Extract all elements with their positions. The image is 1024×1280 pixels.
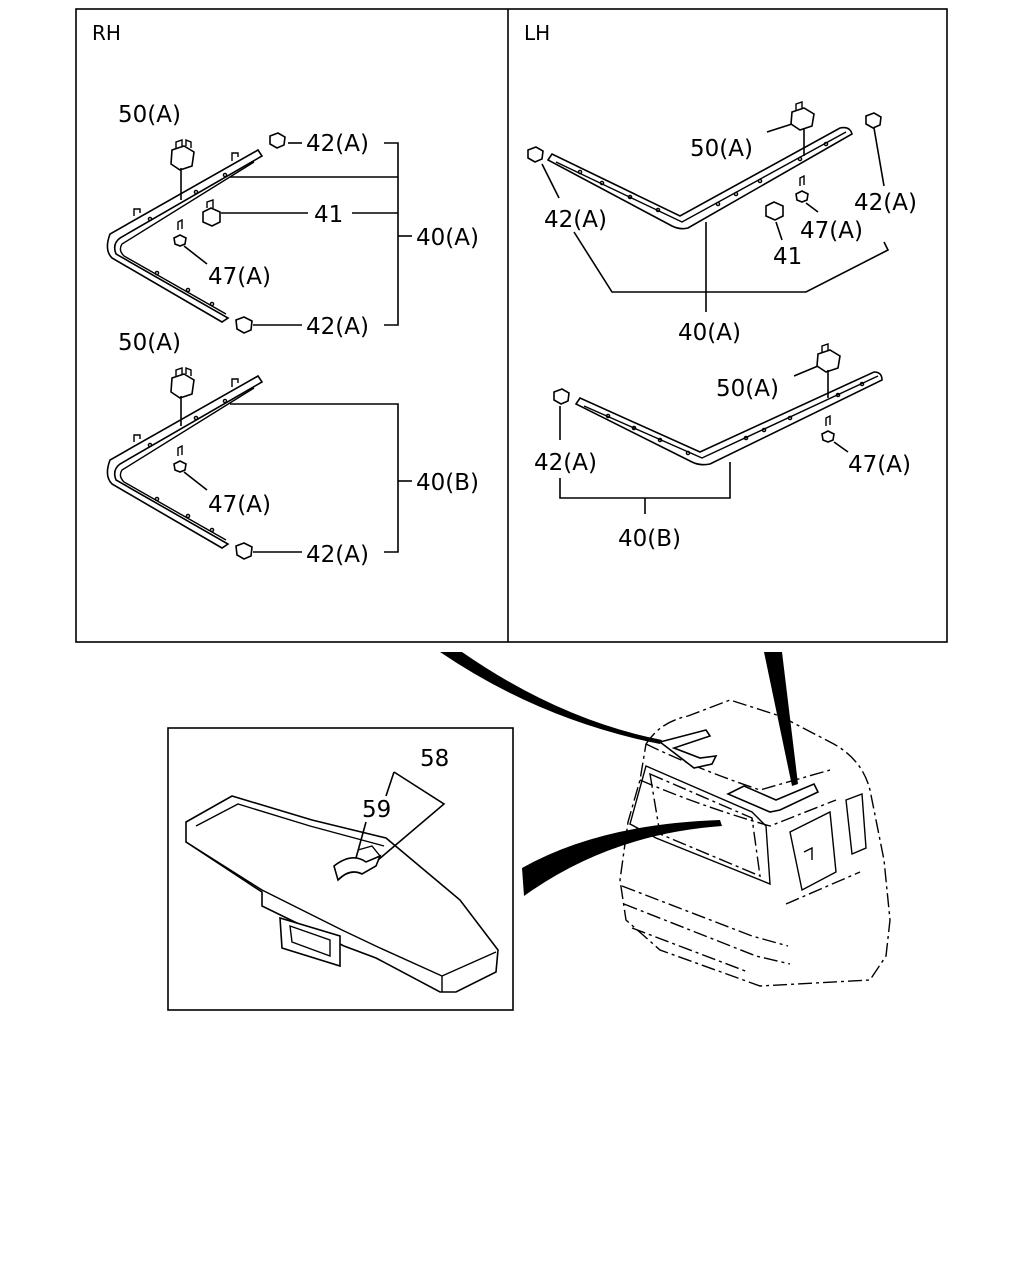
screw-47a-icon: [821, 414, 835, 443]
nut-41-icon: [765, 201, 784, 221]
cap-42a-right-icon: [865, 112, 882, 129]
cap-42a-icon: [269, 132, 286, 149]
clip-50a-icon: [170, 366, 195, 399]
clip-50a-icon: [816, 343, 841, 373]
screw-47a-icon: [173, 218, 187, 247]
nut-41-icon: [202, 199, 221, 227]
label-47a: 47(A): [208, 264, 271, 290]
label-58: 58: [420, 746, 449, 772]
label-59: 59: [362, 797, 391, 823]
lh-rail-assembly-40b: [553, 343, 883, 514]
label-47a: 47(A): [208, 492, 271, 518]
label-47a: 47(A): [848, 452, 911, 478]
label-40b: 40(B): [618, 526, 681, 552]
label-42a: 42(A): [306, 542, 369, 568]
clip-50a-icon: [790, 101, 815, 131]
label-42a: 42(A): [306, 131, 369, 157]
cap-42a-lower-icon: [235, 316, 253, 334]
label-42a-left: 42(A): [544, 207, 607, 233]
label-42a: 42(A): [534, 450, 597, 476]
label-50a: 50(A): [690, 136, 753, 162]
label-41: 41: [314, 202, 343, 228]
screw-47a-icon: [173, 444, 187, 473]
label-40b: 40(B): [416, 470, 479, 496]
screw-47a-icon: [795, 174, 809, 203]
detail-box-58-59: [167, 727, 514, 1011]
top-panels-frame: [75, 8, 948, 643]
clip-50a-icon: [170, 138, 195, 171]
label-50a: 50(A): [118, 102, 181, 128]
label-42a-lower: 42(A): [306, 314, 369, 340]
callout-leader-lines: [440, 652, 798, 896]
label-40a: 40(A): [416, 225, 479, 251]
cap-42a-icon: [553, 388, 570, 405]
cap-42a-icon: [235, 542, 253, 560]
label-42a-right: 42(A): [854, 190, 917, 216]
label-50a: 50(A): [716, 376, 779, 402]
rh-panel-header: RH: [92, 21, 121, 45]
label-41: 41: [773, 244, 802, 270]
lh-panel-header: LH: [524, 21, 550, 45]
label-40a: 40(A): [678, 320, 741, 346]
label-50a: 50(A): [118, 330, 181, 356]
rh-rail-assembly-40a: [106, 132, 412, 334]
label-47a: 47(A): [800, 218, 863, 244]
rh-rail-assembly-40b: [106, 366, 412, 560]
truck-cab-illustration: [619, 699, 891, 987]
lh-rail-assembly-40a: [527, 101, 890, 312]
cap-42a-icon: [527, 146, 544, 163]
